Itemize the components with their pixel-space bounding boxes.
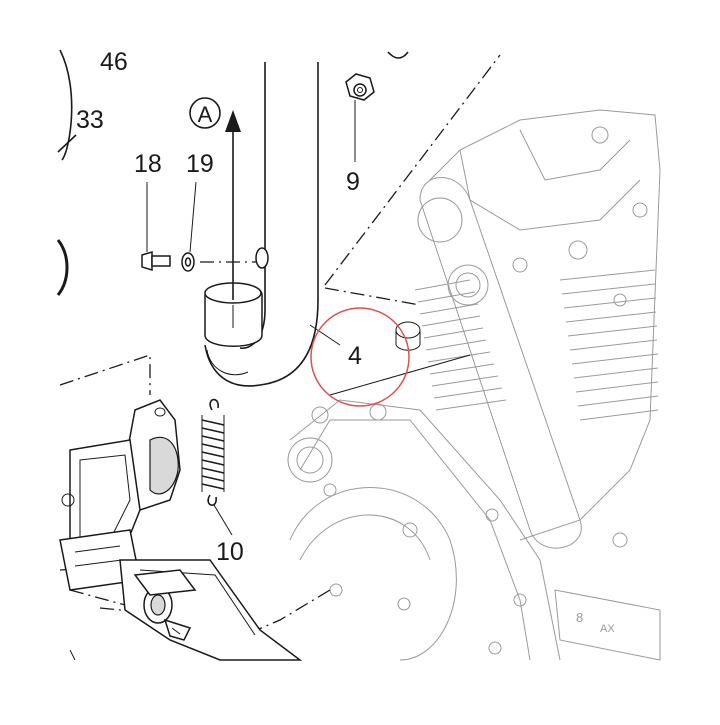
cylinder-fins (414, 269, 659, 421)
callout-19: 19 (181, 150, 214, 272)
callout-label-19: 19 (186, 150, 214, 178)
spring-icon (201, 398, 225, 506)
coolant-hose (204, 62, 319, 387)
callout-label-9: 9 (346, 168, 360, 196)
svg-text:AX: AX (600, 623, 615, 635)
callout-9: 9 (345, 51, 409, 196)
callout-10: 10 (201, 398, 244, 566)
callout-4: 4 (309, 307, 410, 407)
callout-18: 18 (134, 150, 171, 272)
direction-arrow-a: A (189, 97, 241, 300)
washer-icon (181, 252, 195, 272)
callout-label-46: 46 (100, 48, 128, 76)
svg-text:8: 8 (576, 610, 583, 625)
callout-label-4: 4 (348, 342, 362, 370)
arrow-head-icon (225, 110, 241, 132)
callout-label-10: 10 (216, 538, 244, 566)
callout-label-33: 33 (76, 106, 104, 134)
callout-46: 46 (59, 48, 128, 161)
engine-block: 8 AX (287, 109, 661, 661)
bolt-icon (141, 250, 171, 272)
bracket-assembly (59, 399, 303, 661)
callout-label-18: 18 (134, 150, 162, 178)
highlight-circle (310, 307, 410, 407)
arrow-a-label: A (198, 102, 213, 127)
nut-icon (345, 73, 375, 101)
callout-33: 33 (56, 106, 104, 296)
